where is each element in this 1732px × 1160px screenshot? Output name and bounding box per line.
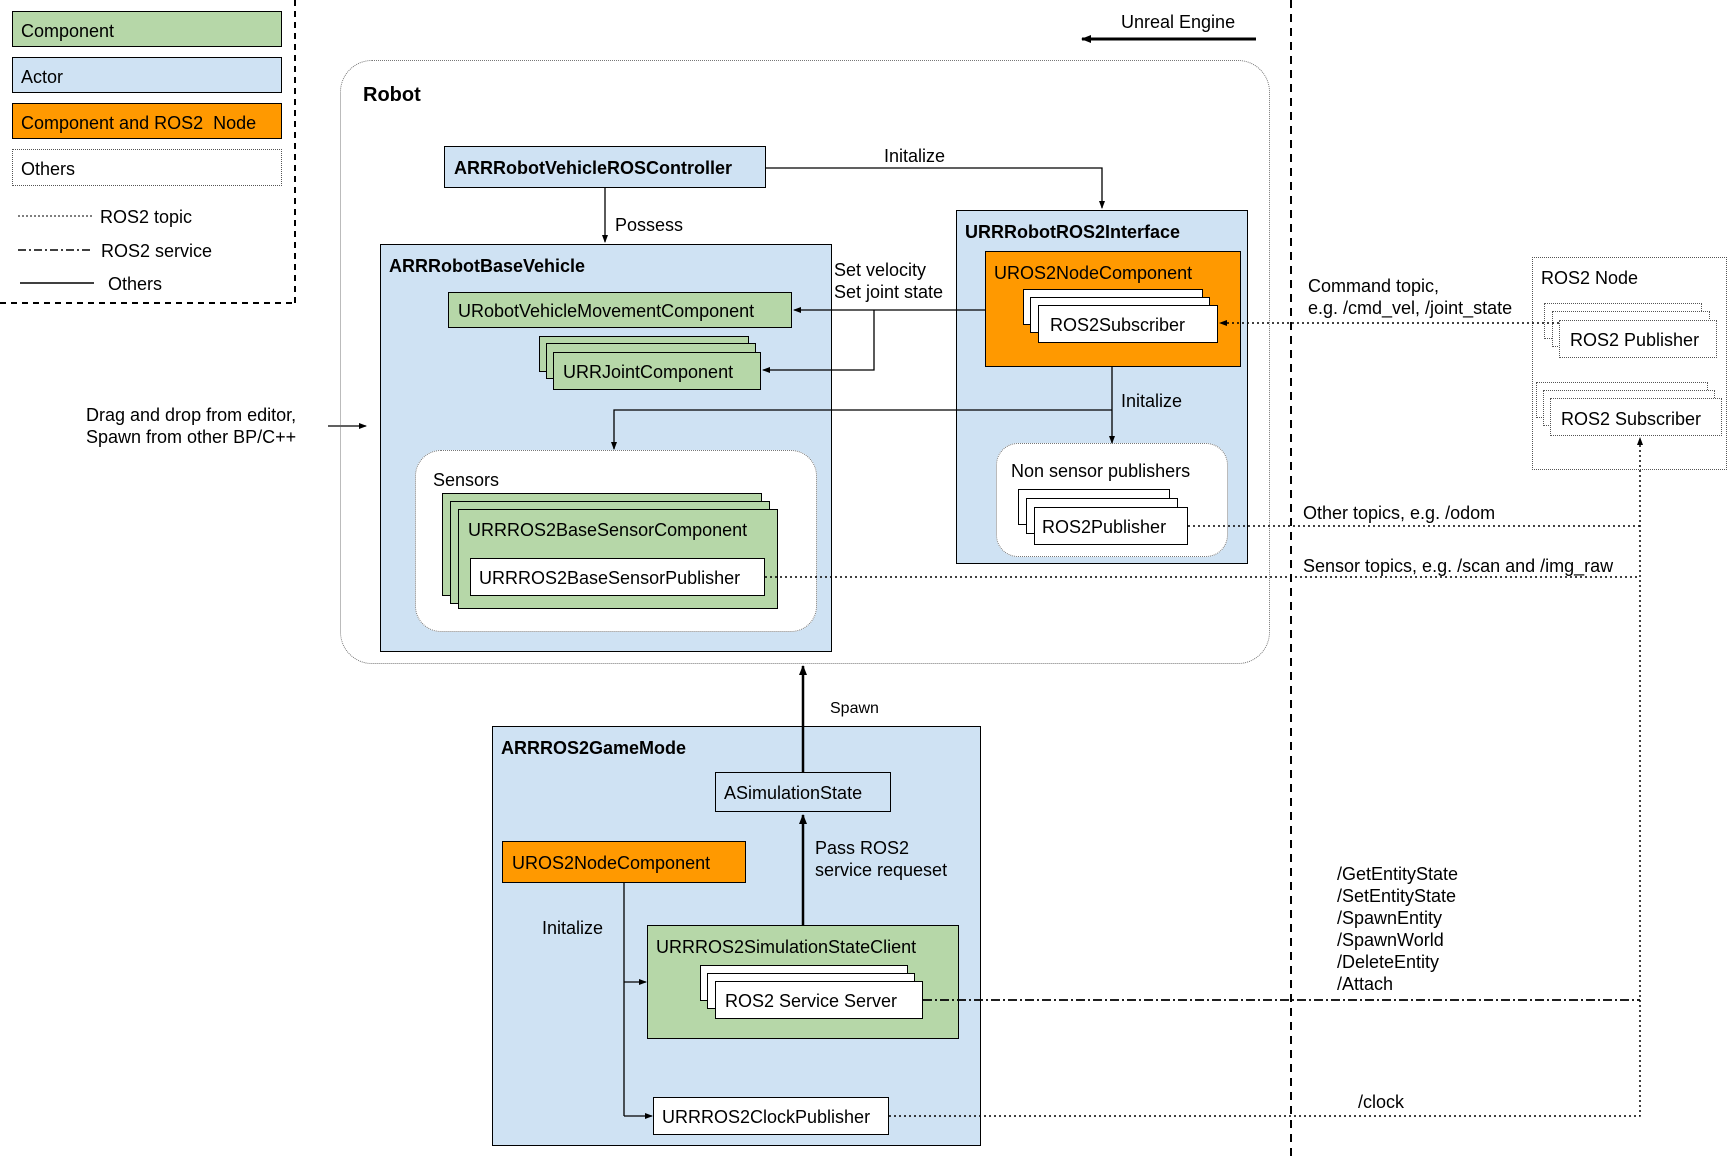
service-list-item: /Attach xyxy=(1337,974,1394,994)
robot-title: Robot xyxy=(363,84,421,106)
joint-component: URRJointComponent xyxy=(553,352,761,390)
sensors-label: Sensors xyxy=(433,470,500,490)
pass-ros2-label-2: service requeset xyxy=(815,860,948,880)
movement-component-label: URobotVehicleMovementComponent xyxy=(458,301,755,321)
controller-label: ARRRobotVehicleROSController xyxy=(454,158,733,178)
legend-ros2-node-label: Component and ROS2 Node xyxy=(21,113,257,133)
legend-actor-swatch: Actor xyxy=(12,57,282,93)
clock-topic-edge xyxy=(889,1002,1641,1117)
sensor-topics-label: Sensor topics, e.g. /scan and /img_raw xyxy=(1303,556,1614,576)
ext-ros2-publisher: ROS2 Publisher xyxy=(1559,320,1717,358)
legend-ros2-service-label: ROS2 service xyxy=(101,241,213,261)
ros2-service-server: ROS2 Service Server xyxy=(715,981,923,1019)
base-sensor-component-label: URRROS2BaseSensorComponent xyxy=(468,520,748,540)
clock-topic-label: /clock xyxy=(1358,1092,1405,1112)
service-list-item: /DeleteEntity xyxy=(1337,952,1440,972)
drag-drop-label-2: Spawn from other BP/C++ xyxy=(86,427,297,447)
drag-drop-label-1: Drag and drop from editor, xyxy=(86,405,297,425)
ros2-subscriber-label: ROS2Subscriber xyxy=(1050,315,1186,335)
command-topic-label-1: Command topic, xyxy=(1308,276,1440,296)
ros2-publisher: ROS2Publisher xyxy=(1034,507,1188,545)
clock-publisher: URRROS2ClockPublisher xyxy=(653,1097,889,1135)
ros2-subscriber: ROS2Subscriber xyxy=(1038,305,1218,343)
robot-vehicle-ros-controller: ARRRobotVehicleROSController xyxy=(444,146,766,188)
base-vehicle-label: ARRRobotBaseVehicle xyxy=(389,256,586,276)
unreal-engine-label: Unreal Engine xyxy=(1121,12,1236,32)
legend-others-swatch: Others xyxy=(12,149,282,186)
base-sensor-publisher-label: URRROS2BaseSensorPublisher xyxy=(479,568,741,588)
legend-others-label: Others xyxy=(21,159,76,179)
service-list-item: /SpawnEntity xyxy=(1337,908,1443,928)
clock-publisher-label: URRROS2ClockPublisher xyxy=(662,1107,871,1127)
service-list-item: /SetEntityState xyxy=(1337,886,1457,906)
legend-others-line-label: Others xyxy=(108,274,163,294)
ext-publisher-label: ROS2 Publisher xyxy=(1570,330,1700,350)
other-topics-label: Other topics, e.g. /odom xyxy=(1303,503,1496,523)
spawn-label: Spawn xyxy=(830,700,879,717)
command-topic-label-2: e.g. /cmd_vel, /joint_state xyxy=(1308,298,1513,318)
possess-label: Possess xyxy=(615,215,684,235)
legend-actor-label: Actor xyxy=(21,67,64,87)
game-mode-label: ARRROS2GameMode xyxy=(501,738,687,758)
external-ros2-node-label: ROS2 Node xyxy=(1541,268,1639,288)
interface-node-component-label: UROS2NodeComponent xyxy=(994,263,1193,283)
simulation-state-label: ASimulationState xyxy=(724,783,863,803)
pass-ros2-label-1: Pass ROS2 xyxy=(815,838,910,858)
gamemode-node-component-label: UROS2NodeComponent xyxy=(512,853,711,873)
initialize-top-label: Initalize xyxy=(884,146,946,166)
ros2-interface-label: URRRobotROS2Interface xyxy=(965,222,1181,242)
ext-subscriber-label: ROS2 Subscriber xyxy=(1561,409,1702,429)
movement-component: URobotVehicleMovementComponent xyxy=(448,292,792,328)
simulation-state-client-label: URRROS2SimulationStateClient xyxy=(656,937,917,957)
service-list-item: /SpawnWorld xyxy=(1337,930,1444,950)
base-sensor-publisher: URRROS2BaseSensorPublisher xyxy=(470,558,765,596)
service-list-item: /GetEntityState xyxy=(1337,864,1459,884)
set-joint-state-label: Set joint state xyxy=(834,282,944,302)
initialize-gm-label: Initalize xyxy=(542,918,604,938)
ros2-publisher-label: ROS2Publisher xyxy=(1042,517,1167,537)
legend-component-swatch: Component xyxy=(12,11,282,47)
simulation-state: ASimulationState xyxy=(715,772,891,812)
legend-component-label: Component xyxy=(21,21,115,41)
legend-ros2-topic-label: ROS2 topic xyxy=(100,207,193,227)
non-sensor-publishers-label: Non sensor publishers xyxy=(1011,461,1191,481)
set-velocity-label: Set velocity xyxy=(834,260,927,280)
service-server-label: ROS2 Service Server xyxy=(725,991,898,1011)
joint-component-label: URRJointComponent xyxy=(563,362,734,382)
ext-ros2-subscriber: ROS2 Subscriber xyxy=(1550,398,1722,436)
gamemode-node-component: UROS2NodeComponent xyxy=(502,841,746,883)
initialize-mid-label: Initalize xyxy=(1121,391,1183,411)
legend-ros2-node-swatch: Component and ROS2 Node xyxy=(12,103,282,139)
